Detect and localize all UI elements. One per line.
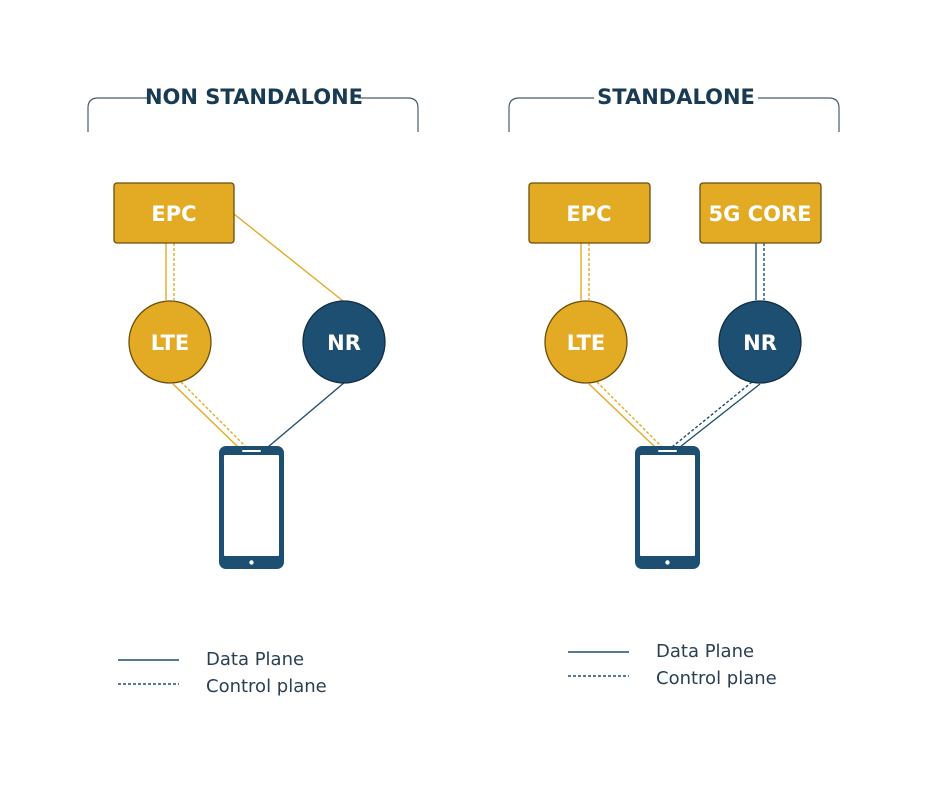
sa-lte-node (544, 300, 628, 384)
sa-nr-node (718, 300, 802, 384)
sa-link-nr-phone-control (671, 381, 753, 448)
sa-epc-node (528, 182, 651, 244)
nsa-legend-data-label: Data Plane (206, 649, 304, 670)
smartphone-icon (219, 446, 284, 569)
standalone-panel: STANDALONE EPC 5G CORE LTE NR (508, 85, 840, 689)
nsa-title-bracket (87, 97, 419, 132)
nsa-title: NON STANDALONE (145, 85, 363, 109)
nsa-legend-control-label: Control plane (206, 676, 327, 697)
nsa-link-epc-nr-data (233, 213, 344, 302)
nsa-nr-node (302, 300, 386, 384)
sa-title-bracket (508, 97, 840, 132)
nsa-lte-node (128, 300, 212, 384)
sa-lte-label: LTE (567, 331, 606, 355)
sa-link-lte-phone-data (588, 383, 656, 448)
sa-epc-label: EPC (566, 202, 611, 226)
smartphone-icon (635, 446, 700, 569)
nsa-links (165, 213, 346, 448)
non-standalone-panel: NON STANDALONE EPC LTE NR (87, 85, 419, 697)
nsa-epc-node (113, 182, 235, 244)
sa-5g-core-node (699, 182, 822, 244)
nsa-nr-label: NR (327, 331, 361, 355)
sa-legend: Data Plane Control plane (568, 641, 777, 689)
sa-link-lte-phone-control (596, 381, 663, 448)
sa-link-nr-phone-data (679, 383, 761, 448)
sa-legend-control-label: Control plane (656, 668, 777, 689)
sa-5g-core-label: 5G CORE (709, 202, 812, 226)
nsa-link-lte-phone-data (172, 383, 239, 448)
sa-legend-data-label: Data Plane (656, 641, 754, 662)
nsa-link-nr-phone-data (267, 381, 346, 448)
sa-title: STANDALONE (597, 85, 755, 109)
nsa-legend: Data Plane Control plane (118, 649, 327, 697)
nsa-lte-label: LTE (151, 331, 190, 355)
nsa-epc-label: EPC (151, 202, 196, 226)
nsa-link-lte-phone-control (180, 381, 247, 448)
sa-nr-label: NR (743, 331, 777, 355)
sa-links (580, 243, 765, 448)
